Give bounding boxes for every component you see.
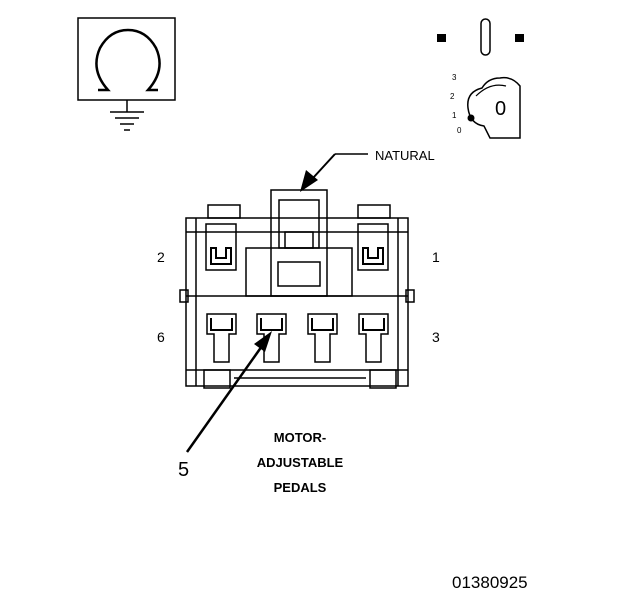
- ignition-position-0: 0: [457, 126, 462, 135]
- cavity-pin-2: [205, 223, 237, 271]
- cavity-pin-6: [206, 313, 237, 363]
- cavity-pin-1: [357, 223, 389, 271]
- cavity-pin-5: [256, 313, 287, 363]
- ignition-key-icon: 3 2 1 0 0: [437, 18, 524, 139]
- caption-line-2: ADJUSTABLE: [257, 455, 344, 470]
- color-callout: NATURAL: [300, 148, 435, 192]
- pin-label-3: 3: [432, 329, 440, 345]
- ignition-key-label: 0: [495, 98, 506, 120]
- caption-line-1: MOTOR-: [274, 430, 326, 445]
- ignition-position-3: 3: [452, 73, 457, 82]
- ignition-position-1: 1: [452, 111, 457, 120]
- caption-line-3: PEDALS: [274, 480, 327, 495]
- ohmmeter-icon: [77, 17, 176, 131]
- test-pin-callout: 5: [178, 459, 189, 481]
- pin-label-1: 1: [432, 249, 440, 265]
- pin-label-2: 2: [157, 249, 165, 265]
- connector-caption: MOTOR- ADJUSTABLE PEDALS: [257, 430, 344, 495]
- test-probe-arrow: [185, 331, 272, 453]
- cavity-pin-4: [307, 313, 338, 363]
- cavity-pin-3: [358, 313, 389, 363]
- figure-id: 01380925: [452, 573, 528, 592]
- connector-color-label: NATURAL: [375, 148, 435, 163]
- ignition-position-2: 2: [450, 92, 455, 101]
- connector-body: [179, 189, 415, 389]
- pin-label-6: 6: [157, 329, 165, 345]
